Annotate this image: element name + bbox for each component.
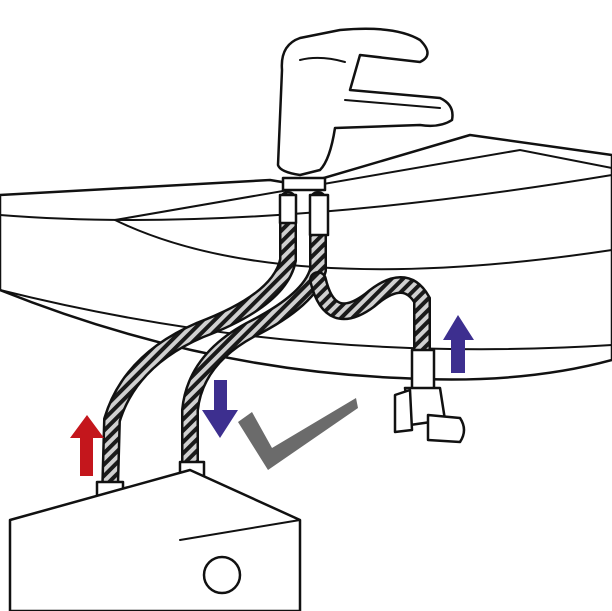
angle-valve (393, 348, 466, 444)
braided-hose-hot (101, 191, 297, 501)
check-icon (238, 398, 358, 470)
cold-water-up-arrow (443, 315, 474, 373)
cold-water-down-arrow (202, 380, 238, 438)
hot-water-arrow (70, 415, 104, 476)
braided-hose-supply (309, 271, 431, 379)
water-heater (8, 468, 302, 611)
faucet (276, 27, 454, 192)
